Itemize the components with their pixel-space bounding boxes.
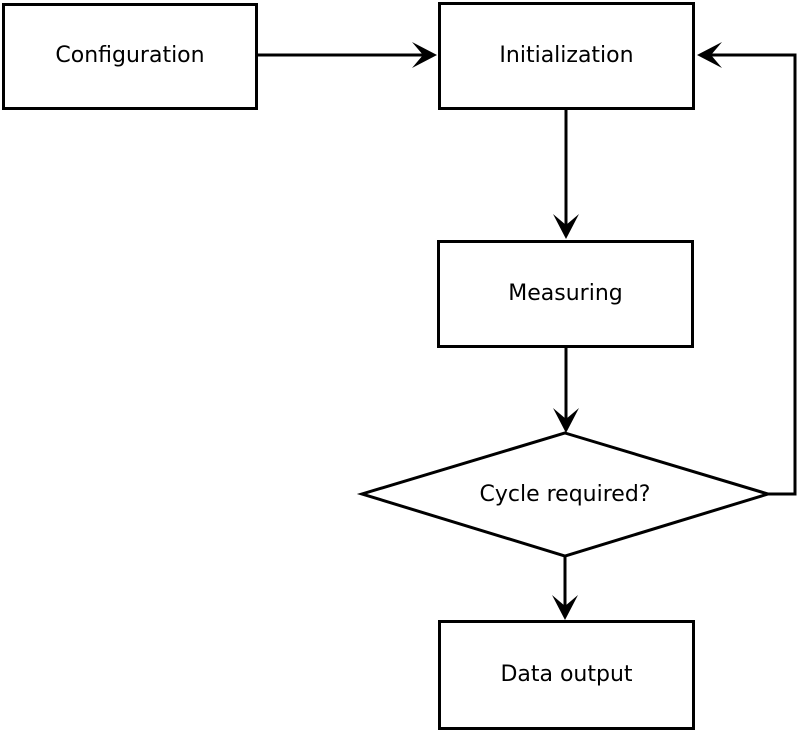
arrowhead-down-icon (553, 408, 579, 433)
edge-decision-to-data-output (552, 556, 578, 620)
edge-initialization-to-measuring (553, 110, 579, 239)
node-measuring: Measuring (437, 240, 694, 348)
node-initialization: Initialization (438, 2, 695, 110)
node-data-output: Data output (438, 620, 695, 730)
decision-diamond-shape (356, 431, 774, 558)
node-initialization-label: Initialization (499, 42, 634, 68)
arrowhead-right-icon (412, 42, 437, 68)
edge-measuring-to-decision (553, 348, 579, 433)
arrowhead-left-icon (697, 42, 722, 68)
node-measuring-label: Measuring (508, 280, 623, 306)
node-configuration-label: Configuration (55, 43, 205, 69)
arrowhead-down-icon (552, 595, 578, 620)
node-configuration: Configuration (2, 3, 258, 110)
edge-decision-loop-to-initialization (697, 42, 797, 496)
edge-configuration-to-initialization (258, 42, 437, 68)
node-data-output-label: Data output (500, 661, 633, 687)
arrowhead-down-icon (553, 214, 579, 239)
